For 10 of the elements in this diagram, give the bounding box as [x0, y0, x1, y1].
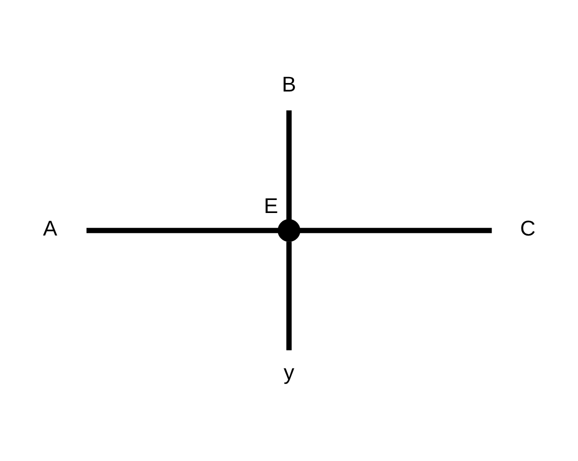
connector	[300, 228, 492, 234]
node-label: E	[264, 194, 278, 218]
node-text: B	[282, 72, 296, 96]
node-text: C	[520, 216, 536, 241]
node-text: y	[284, 360, 294, 385]
node-circle	[278, 219, 300, 242]
connector	[86, 228, 278, 234]
node-text: A	[42, 216, 58, 241]
connector	[286, 242, 292, 350]
connector	[286, 110, 292, 220]
